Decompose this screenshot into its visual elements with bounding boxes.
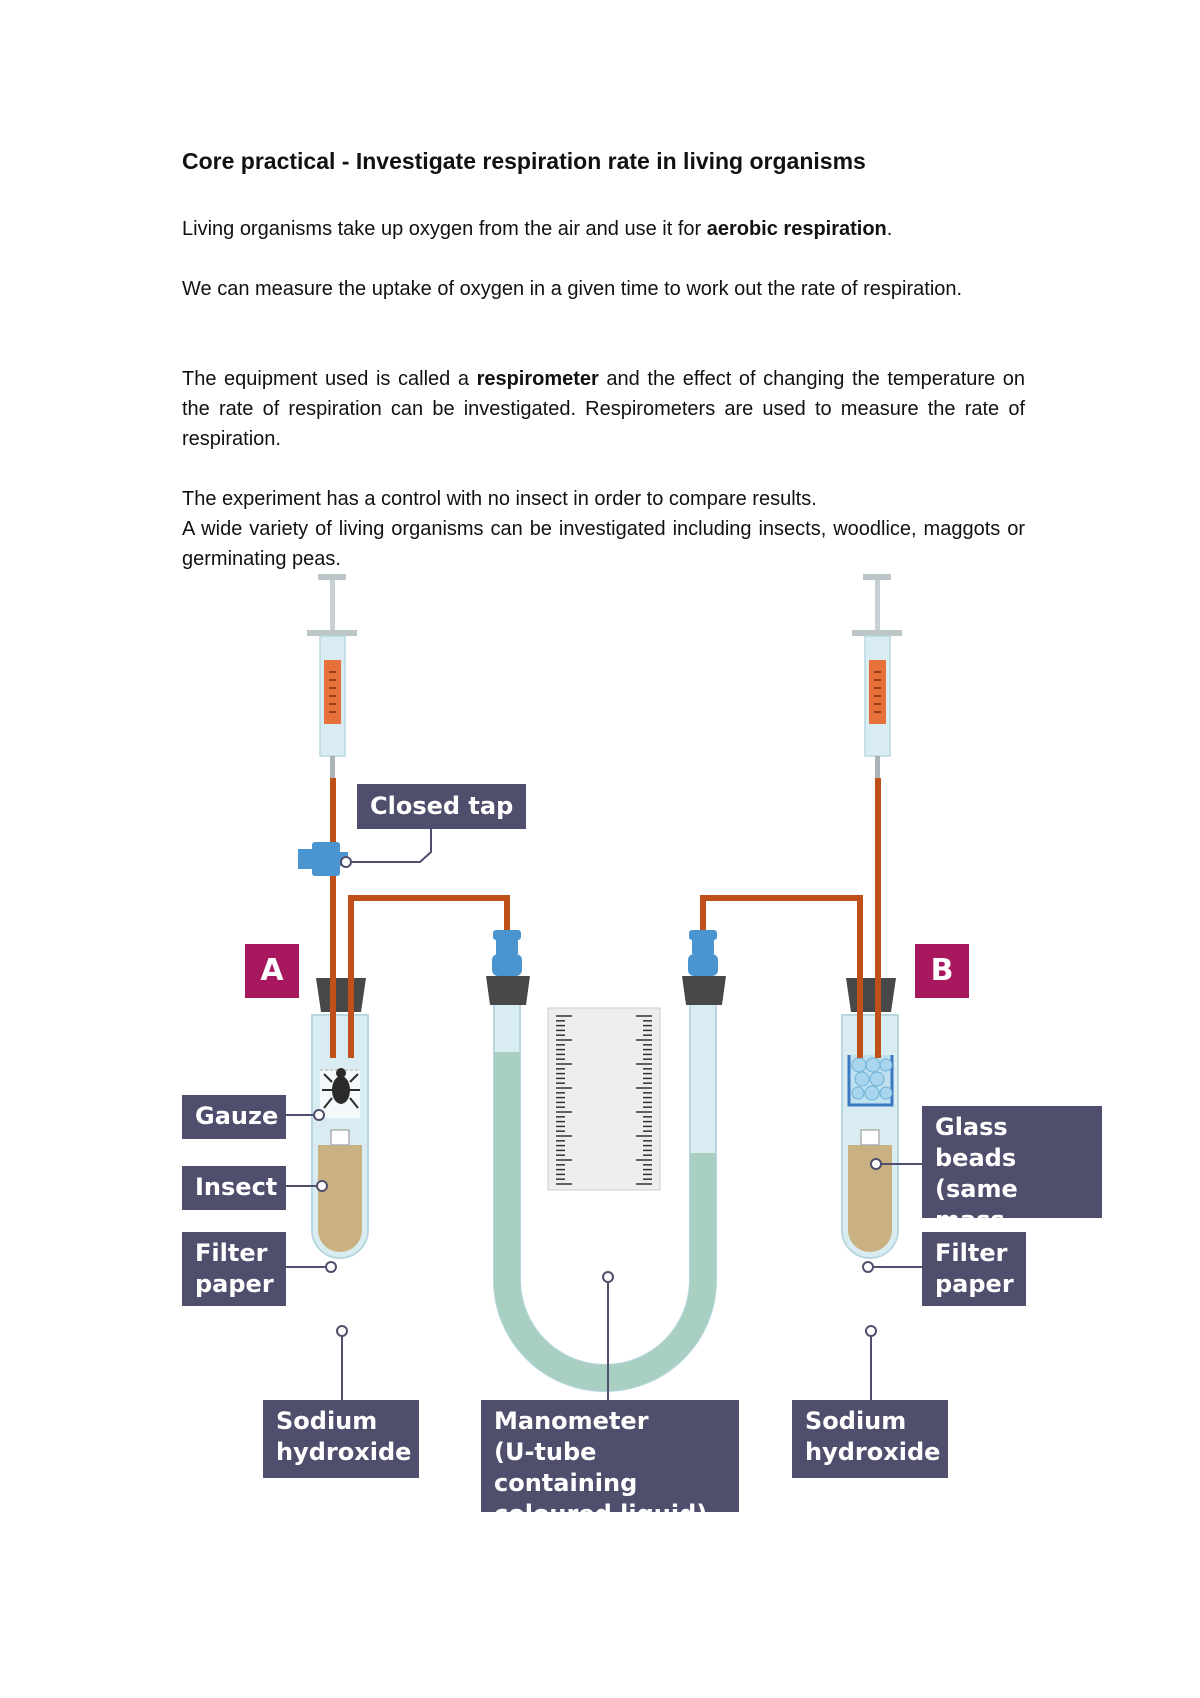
paragraph-respirometer: The equipment used is called a respirome… xyxy=(182,368,1025,450)
sodium-hydroxide-a-label: Sodium hydroxide xyxy=(263,1400,419,1478)
filter-paper-a-label: Filter paper xyxy=(182,1232,286,1306)
document-title: Core practical - Investigate respiration… xyxy=(182,148,866,174)
bung-b xyxy=(846,978,896,1012)
manometer-label: Manometer (U-tube containing coloured li… xyxy=(481,1400,739,1528)
paragraph-control: The experiment has a control with no ins… xyxy=(182,488,817,510)
test-tube-b xyxy=(841,978,899,1259)
manometer-scale xyxy=(547,1007,661,1191)
sodium-hydroxide-b-label: Sodium hydroxide xyxy=(792,1400,948,1478)
tube-b-tag: B xyxy=(915,944,969,998)
delivery-tubes xyxy=(330,778,881,1058)
glass-beads-icon xyxy=(847,1055,894,1107)
closed-tap-icon xyxy=(298,842,348,876)
tube-a-tag: A xyxy=(245,944,299,998)
paragraph-organisms: A wide variety of living organisms can b… xyxy=(182,518,1025,570)
syringe-b xyxy=(852,574,902,778)
label-anchor-dots xyxy=(313,856,882,1337)
glass-beads-label: Glass beads (same mass as insect) xyxy=(922,1106,1102,1265)
syringe-a xyxy=(307,574,357,778)
bold-term-respirometer: respirometer xyxy=(476,368,599,390)
respirometer-diagram: A B Closed tap Gauze Insect Filter paper… xyxy=(0,560,1200,1528)
filter-paper-b-label: Filter paper xyxy=(922,1232,1026,1306)
closed-tap-label: Closed tap xyxy=(357,784,527,829)
bold-term-aerobic-respiration: aerobic respiration xyxy=(706,218,887,240)
test-tube-a xyxy=(311,978,369,1259)
insect-icon xyxy=(322,1068,360,1109)
paragraph-aerobic-respiration: Living organisms take up oxygen from the… xyxy=(182,218,893,240)
respirometer-drawing xyxy=(286,574,922,1400)
manometer-u-tube xyxy=(486,930,726,1392)
bung-a xyxy=(316,978,366,1012)
paragraph-oxygen-uptake: We can measure the uptake of oxygen in a… xyxy=(182,278,963,300)
gauze-label: Gauze xyxy=(182,1095,286,1139)
insect-label: Insect xyxy=(182,1166,286,1210)
